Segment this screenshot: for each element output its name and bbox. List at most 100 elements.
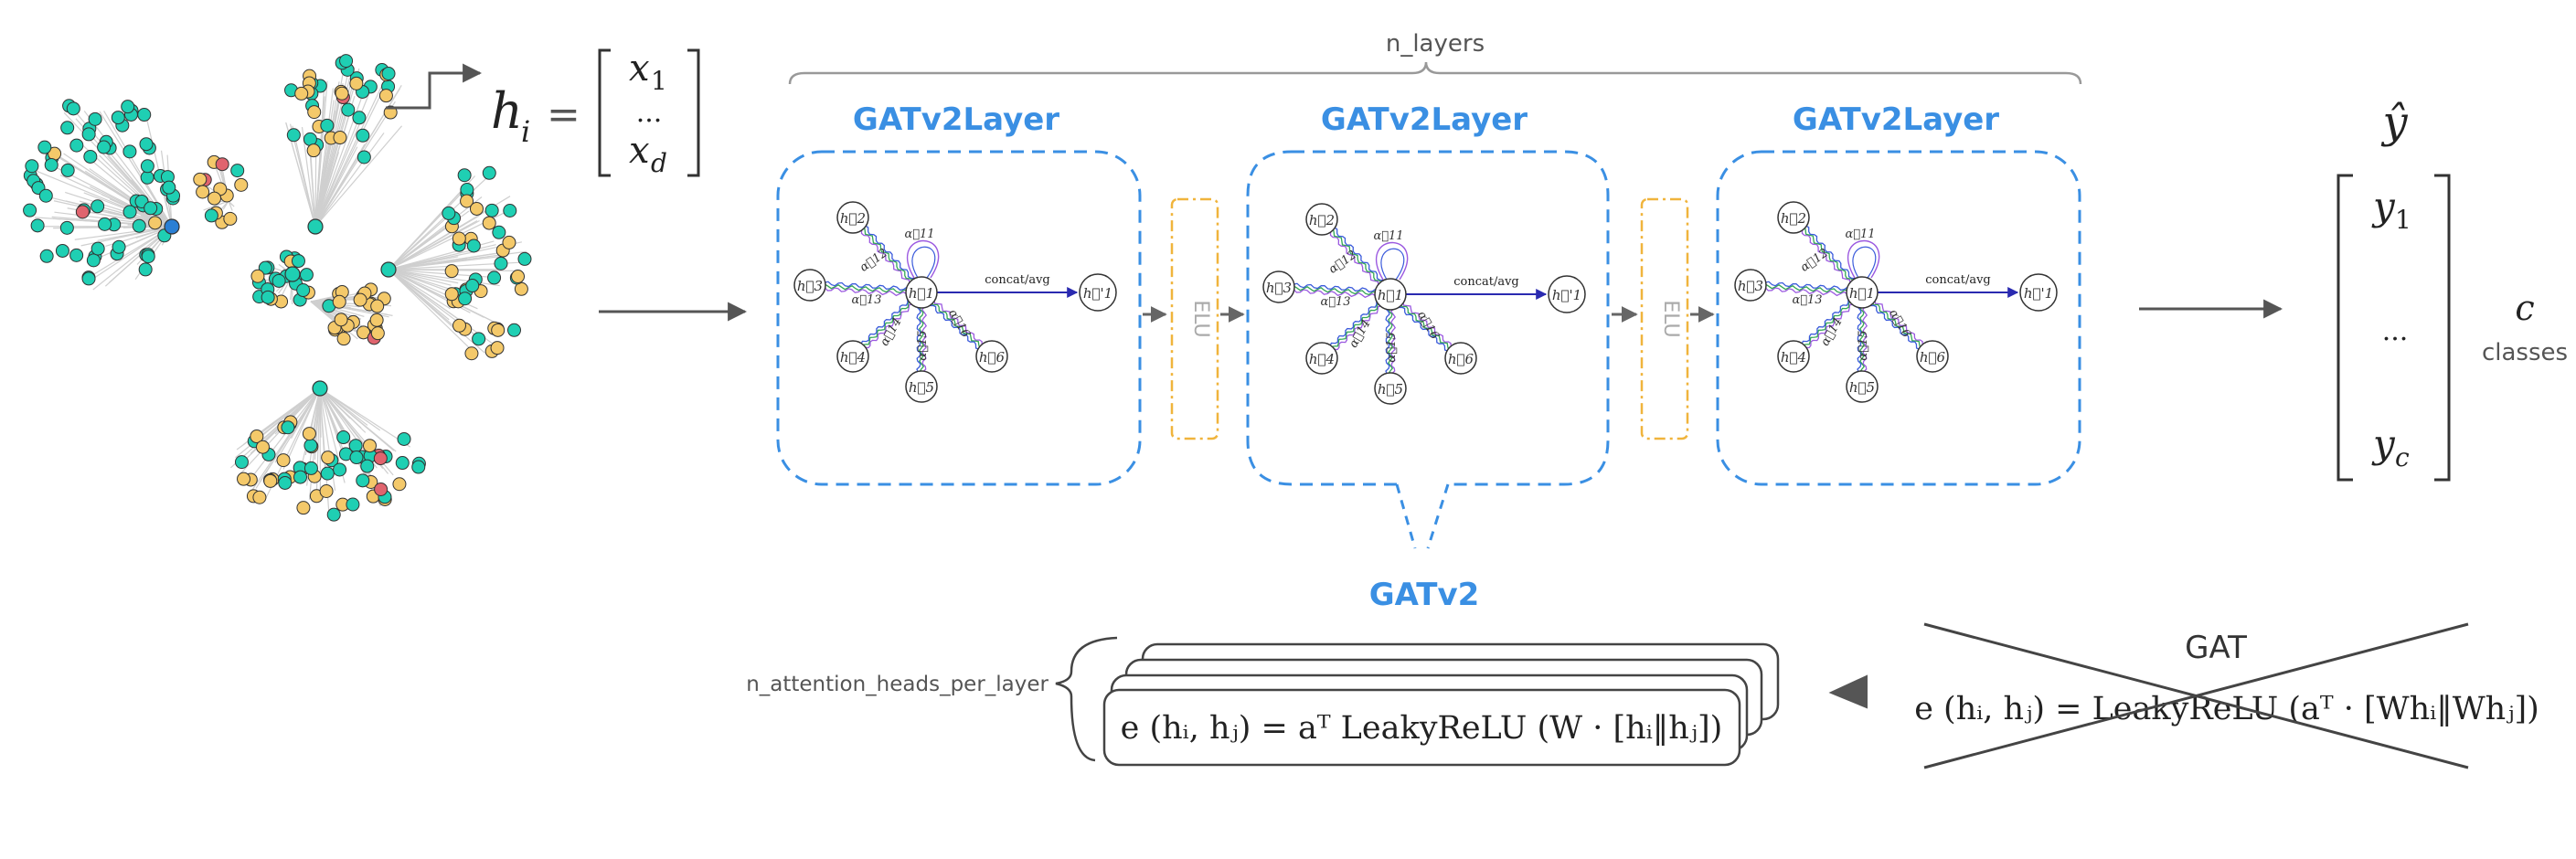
alpha-label: α⃗16 bbox=[1414, 309, 1442, 342]
attention-edge bbox=[1801, 299, 1849, 345]
attention-edge bbox=[1398, 306, 1448, 352]
graph-edge bbox=[290, 387, 321, 439]
graph-node bbox=[333, 131, 347, 145]
left-bracket bbox=[598, 48, 611, 177]
neighbor-node bbox=[836, 340, 869, 373]
attention-edge bbox=[1293, 289, 1377, 299]
neighbor-node bbox=[1777, 201, 1810, 234]
graph-edge bbox=[251, 387, 321, 491]
graph-node bbox=[139, 137, 154, 152]
attention-edge bbox=[1400, 304, 1450, 351]
center-node-label: h⃗1 bbox=[1849, 285, 1875, 302]
graph-node bbox=[336, 332, 351, 346]
graph-edge bbox=[314, 125, 403, 228]
output-left-bracket bbox=[2336, 174, 2353, 482]
graph-node bbox=[296, 283, 311, 298]
attention-edge bbox=[1871, 302, 1921, 349]
output-ellipsis: ... bbox=[2382, 315, 2409, 347]
attention-edge bbox=[824, 283, 908, 294]
neighbor-label: h⃗2 bbox=[1781, 210, 1806, 227]
graph-node bbox=[234, 177, 249, 192]
graph-node bbox=[494, 256, 508, 270]
output-node bbox=[1548, 275, 1586, 313]
graph-node bbox=[271, 273, 286, 288]
cluster-bottom bbox=[229, 387, 426, 522]
graph-node bbox=[140, 159, 154, 174]
layer-2-title: GATv2Layer bbox=[1321, 101, 1528, 138]
graph-node bbox=[356, 128, 370, 143]
graph-node bbox=[303, 461, 318, 475]
cluster-center-right bbox=[310, 282, 393, 346]
graph-node bbox=[278, 475, 293, 490]
graph-edge bbox=[314, 94, 341, 228]
graph-node bbox=[37, 140, 52, 154]
hub-node bbox=[312, 380, 328, 397]
graph-node bbox=[397, 431, 411, 446]
alpha-label: α⃗14 bbox=[1347, 317, 1374, 350]
graph-node bbox=[141, 249, 155, 264]
graph-node bbox=[86, 253, 101, 268]
attention-edge bbox=[1385, 308, 1390, 375]
neighbor-node bbox=[793, 269, 826, 302]
graph-edge bbox=[107, 155, 173, 228]
graph-edge bbox=[314, 146, 358, 228]
neighbor-label: h⃗6 bbox=[979, 349, 1006, 366]
attention-edge bbox=[1801, 228, 1851, 284]
cluster-left bbox=[23, 99, 181, 291]
attention-edge bbox=[1804, 303, 1854, 349]
graph-node bbox=[411, 460, 426, 474]
attention-edge bbox=[1765, 281, 1848, 292]
graph-node bbox=[352, 111, 367, 125]
neighbor-label: h⃗5 bbox=[1378, 381, 1403, 398]
gat-formula: e (hᵢ, hⱼ) = LeakyReLU (aᵀ · [Whᵢ‖Whⱼ]) bbox=[1914, 691, 2539, 727]
gatv2-callout bbox=[1395, 483, 1450, 549]
graph-node bbox=[122, 205, 137, 219]
graph-edge bbox=[253, 387, 321, 442]
graph-node bbox=[507, 323, 522, 337]
graph-node bbox=[484, 203, 499, 217]
graph-node bbox=[299, 268, 314, 282]
graph-node bbox=[466, 239, 481, 253]
output-bottom-entry: y bbox=[2371, 421, 2396, 466]
attention-edge bbox=[860, 228, 910, 284]
graph-node bbox=[23, 203, 37, 217]
neighbor-label: h⃗2 bbox=[840, 210, 866, 227]
graph-node bbox=[349, 451, 364, 465]
graph-node bbox=[138, 262, 153, 277]
center-node-label: h⃗1 bbox=[909, 285, 934, 302]
graph-node bbox=[492, 225, 506, 239]
attention-edge bbox=[1857, 306, 1862, 373]
graph-edge bbox=[248, 387, 321, 483]
attention-edge bbox=[862, 301, 910, 346]
vector-bottom-entry: x bbox=[629, 130, 650, 172]
center-node bbox=[905, 276, 938, 309]
graph-node bbox=[346, 497, 360, 512]
graph-node bbox=[458, 292, 473, 306]
graph-node bbox=[356, 473, 370, 488]
graph-edge bbox=[388, 269, 472, 350]
graph-node bbox=[111, 111, 125, 125]
graph-node bbox=[335, 86, 349, 101]
graph-node bbox=[137, 108, 152, 122]
graph-node bbox=[452, 231, 466, 246]
graph-node bbox=[487, 270, 502, 285]
hub-node bbox=[380, 261, 397, 278]
attention-edge bbox=[1293, 282, 1377, 293]
graph-edge bbox=[388, 269, 451, 310]
graph-edge bbox=[229, 387, 321, 469]
graph-node bbox=[378, 89, 393, 103]
concat-label: concat/avg bbox=[1925, 273, 1991, 287]
graph-node bbox=[97, 140, 112, 154]
cluster-top bbox=[284, 54, 403, 228]
graph-node bbox=[263, 473, 278, 488]
node-feature-vector: h i = x 1 ... x d bbox=[491, 48, 700, 178]
graph-node bbox=[348, 439, 363, 453]
graph-node bbox=[326, 507, 341, 522]
alpha-label: α⃗15 bbox=[1857, 330, 1870, 360]
graph-edge bbox=[228, 200, 233, 211]
attention-edge bbox=[1804, 227, 1854, 281]
neighbor-node bbox=[975, 340, 1008, 373]
feature-subscript: i bbox=[521, 114, 530, 149]
